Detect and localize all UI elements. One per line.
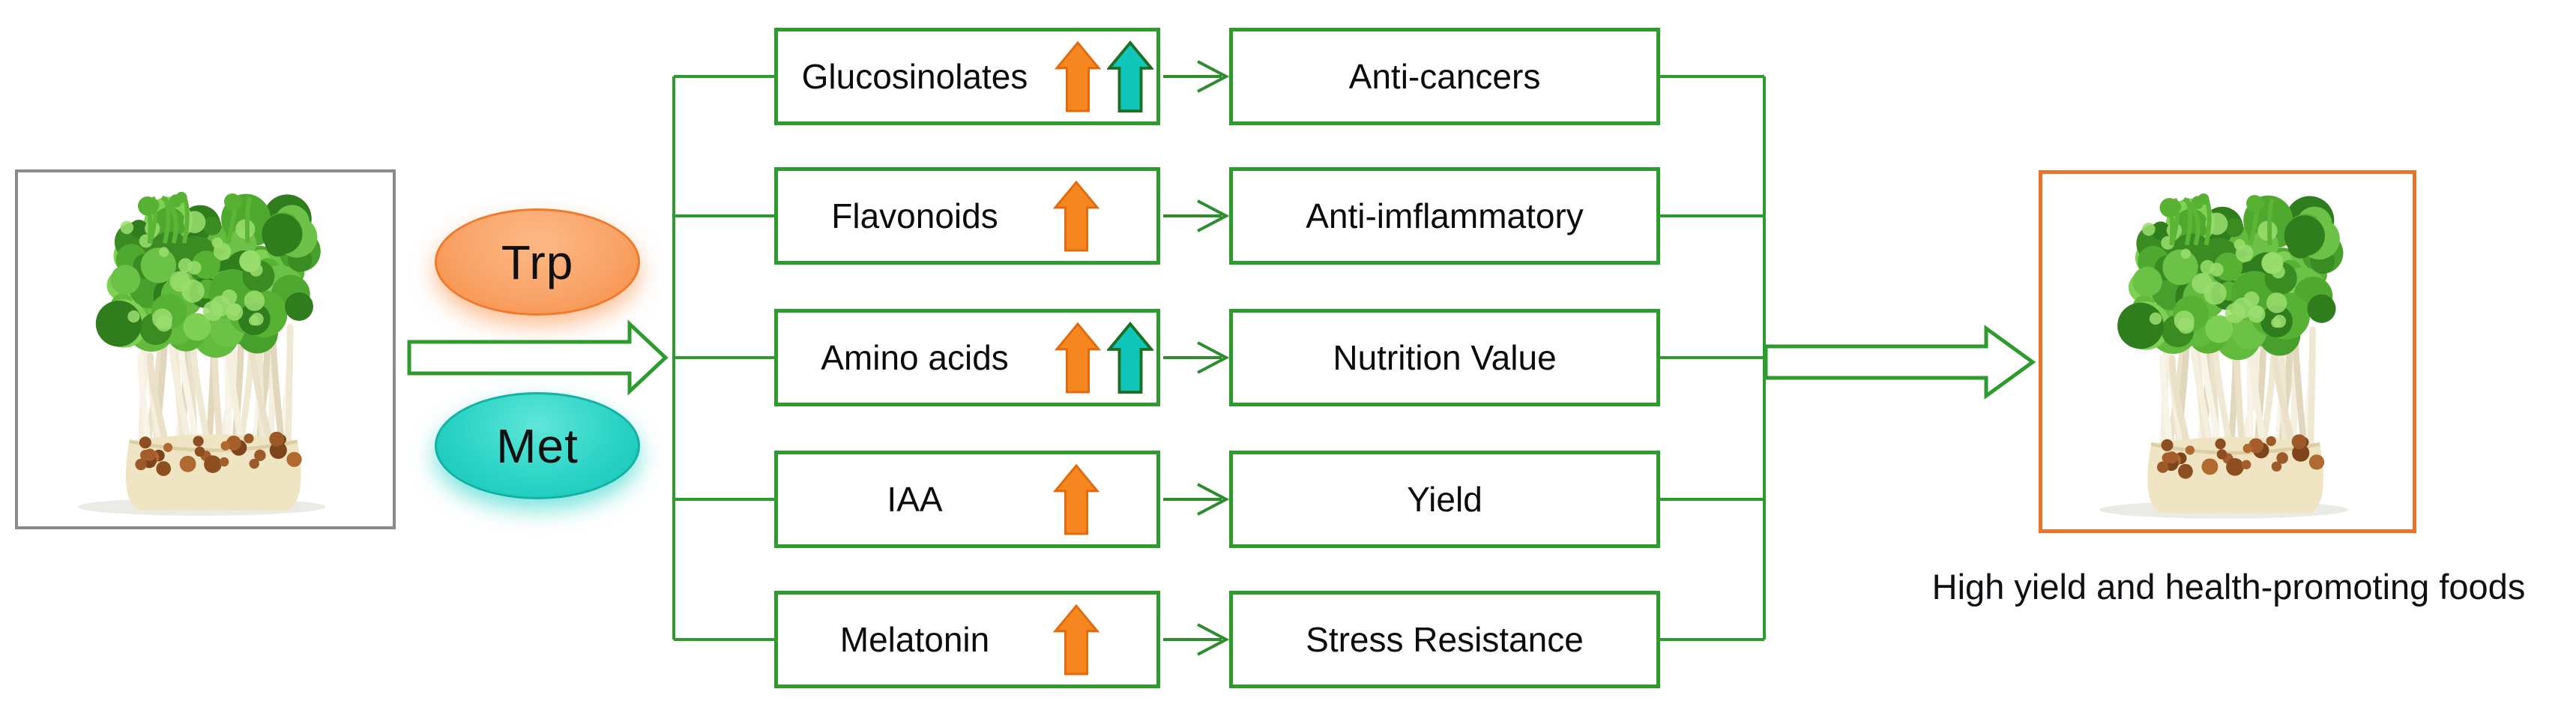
- met-label: Met: [496, 418, 579, 473]
- up-arrow-orange-icon: [1053, 604, 1100, 676]
- up-arrow-orange-icon: [1053, 180, 1100, 252]
- benefit-box-stress-resistance: Stress Resistance: [1229, 591, 1660, 688]
- metabolite-label: Melatonin: [839, 620, 990, 659]
- metabolite-label: Glucosinolates: [801, 57, 1028, 96]
- flow-arrow-right-icon: [1764, 325, 2036, 400]
- metabolite-box-flavonoids: Flavonoids: [774, 167, 1160, 265]
- benefit-label: Stress Resistance: [1306, 620, 1584, 659]
- metabolite-label: Flavonoids: [831, 196, 998, 235]
- up-arrow-teal-icon: [1107, 40, 1153, 112]
- met-ellipse: Met: [435, 392, 640, 499]
- benefit-box-nutrition-value: Nutrition Value: [1229, 309, 1660, 406]
- metabolite-box-iaa: IAA: [774, 451, 1160, 548]
- benefit-box-anti-inflammatory: Anti-imflammatory: [1229, 167, 1660, 265]
- up-arrow-orange-icon: [1055, 322, 1101, 394]
- trp-ellipse: Trp: [435, 208, 640, 316]
- benefit-label: Anti-cancers: [1348, 57, 1541, 96]
- sprouts-illustration: [78, 191, 326, 516]
- metabolite-box-amino-acids: Amino acids: [774, 309, 1160, 406]
- metabolite-label: IAA: [887, 480, 943, 519]
- metabolite-label: Amino acids: [821, 338, 1009, 377]
- sprouts-photo-before: [15, 169, 396, 529]
- metabolite-box-melatonin: Melatonin: [774, 591, 1160, 688]
- benefit-label: Yield: [1407, 480, 1482, 519]
- right-bracket-lines: [1660, 75, 1766, 641]
- benefit-label: Anti-imflammatory: [1306, 196, 1584, 235]
- up-arrow-orange-icon: [1055, 40, 1101, 112]
- sprouts-photo-after: [2039, 170, 2416, 533]
- up-arrow-orange-icon: [1053, 463, 1100, 535]
- trp-label: Trp: [501, 235, 574, 289]
- up-arrow-teal-icon: [1107, 322, 1153, 394]
- benefit-box-anti-cancers: Anti-cancers: [1229, 28, 1660, 125]
- metabolite-box-glucosinolates: Glucosinolates: [774, 28, 1160, 125]
- flow-arrow-left-icon: [407, 319, 669, 396]
- sprouts-illustration: [2099, 193, 2349, 519]
- result-caption: High yield and health-promoting foods: [1931, 567, 2526, 607]
- left-bracket-lines: [672, 75, 774, 641]
- row-connector-arrow-icon: [1163, 60, 1230, 656]
- benefit-label: Nutrition Value: [1333, 338, 1557, 377]
- benefit-box-yield: Yield: [1229, 451, 1660, 548]
